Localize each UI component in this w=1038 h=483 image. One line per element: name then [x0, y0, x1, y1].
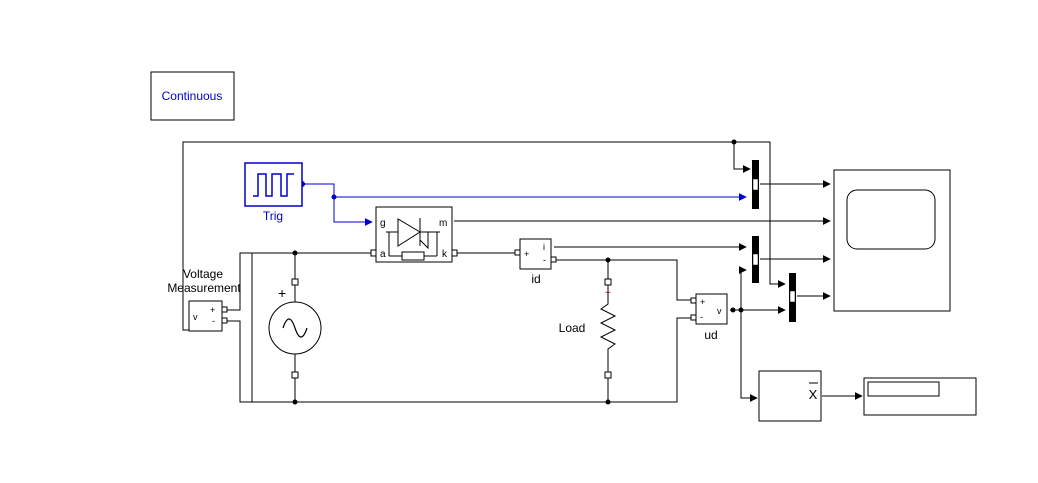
voltage-sensor-port-v: v	[717, 306, 722, 316]
wire-trig-to-gate[interactable]	[333, 197, 373, 226]
thyristor-port-m: m	[439, 218, 447, 229]
voltage-measurement-port-plus: +	[210, 305, 215, 315]
voltage-measurement-port-v: v	[193, 312, 198, 322]
mean-symbol: X	[809, 387, 818, 402]
thyristor-port-a: a	[380, 249, 386, 260]
current-measurement-port-plus: +	[524, 249, 529, 259]
voltage-measurement-title-1: Voltage	[183, 267, 223, 281]
mux-bus-1[interactable]	[752, 160, 759, 209]
wires	[182, 141, 863, 403]
square-wave-icon	[253, 173, 294, 197]
voltage-sensor-block[interactable]: + - v ud	[690, 293, 728, 342]
mux-bus-2[interactable]	[752, 236, 759, 283]
junction-dot	[730, 307, 736, 313]
current-measurement-label: id	[531, 272, 540, 286]
junction-dot	[731, 139, 737, 145]
voltage-measurement-port-minus: -	[212, 316, 215, 326]
load-block[interactable]: + Load	[559, 278, 617, 379]
resistor-icon	[599, 285, 617, 372]
pulse-generator-block[interactable]: Trig	[244, 162, 306, 223]
scope-block[interactable]	[833, 169, 951, 312]
mux-bus-3[interactable]	[789, 273, 796, 322]
powergui-label: Continuous	[162, 89, 223, 103]
powergui-block[interactable]: Continuous	[150, 71, 235, 121]
junction-dot-signal	[331, 194, 337, 200]
signal-wires	[305, 183, 747, 226]
voltage-sensor-port-plus: +	[700, 297, 705, 307]
current-measurement-port-i: i	[543, 242, 545, 252]
wire-id-to-load[interactable]	[554, 259, 693, 301]
wire-voltage-feedback[interactable]	[182, 141, 751, 331]
wire-vm-plus[interactable]	[224, 252, 252, 311]
wire-bottom-rail[interactable]	[252, 317, 693, 403]
mean-block[interactable]: X	[758, 370, 822, 422]
junctions	[292, 139, 744, 405]
voltage-sensor-port-minus: -	[700, 312, 703, 322]
current-measurement-block[interactable]: + i - id	[514, 238, 557, 286]
junction-dot	[605, 399, 611, 405]
thyristor-block[interactable]: g m a k	[370, 206, 458, 263]
voltage-measurement-block[interactable]: Voltage Measurement v + -	[167, 267, 241, 332]
voltage-measurement-title-2: Measurement	[167, 281, 241, 295]
wire-trig-to-bus1[interactable]	[305, 183, 747, 201]
display-value-field	[867, 381, 940, 397]
ac-source-block[interactable]: +	[268, 278, 322, 379]
thyristor-port-k: k	[442, 249, 448, 260]
thyristor-port-g: g	[380, 218, 386, 229]
junction-dot	[292, 250, 298, 256]
load-label: Load	[559, 321, 586, 335]
sine-wave-icon	[282, 318, 308, 338]
display-block[interactable]	[863, 377, 977, 416]
ac-source-polarity: +	[278, 285, 286, 301]
wire-voltage-to-bus3[interactable]	[734, 141, 786, 288]
junction-dot	[738, 307, 744, 313]
pulse-generator-label: Trig	[263, 209, 283, 223]
voltage-sensor-label: ud	[704, 328, 717, 342]
scope-screen-icon	[846, 189, 936, 250]
current-measurement-port-minus: -	[543, 255, 546, 265]
wire-ud-to-mean[interactable]	[740, 310, 758, 402]
wire-ud-to-bus[interactable]	[730, 266, 747, 311]
junction-dot	[292, 399, 298, 405]
thyristor-icon	[386, 218, 440, 261]
wire-vm-minus[interactable]	[224, 320, 252, 403]
junction-dot	[605, 257, 611, 263]
